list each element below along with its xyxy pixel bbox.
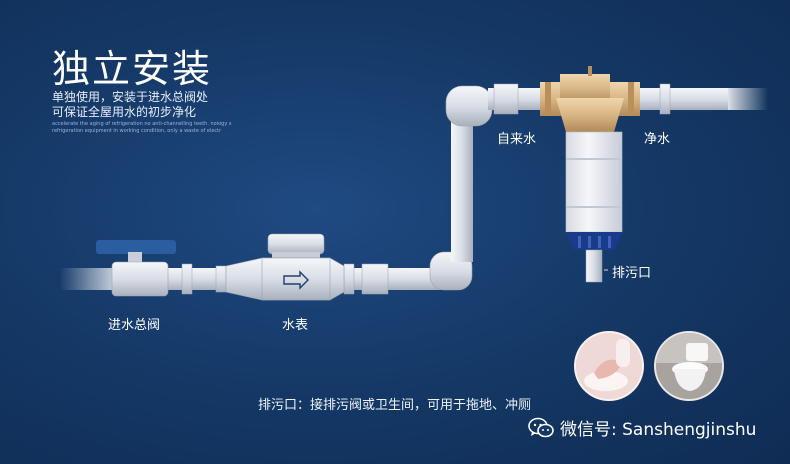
water-meter — [225, 233, 345, 301]
flow-arrow-icon — [283, 270, 309, 290]
label-water-meter: 水表 — [282, 318, 309, 333]
drain-note: 排污口：接排污阀或卫生间，可用于拖地、冲厕 — [258, 398, 532, 413]
label-clean-water: 净水 — [644, 132, 671, 147]
label-main-valve: 进水总阀 — [108, 318, 161, 333]
outlet-pipe — [640, 83, 768, 115]
wechat-id: 微信号: Sanshengjinshu — [528, 415, 756, 440]
label-drain: 排污口 — [612, 266, 652, 281]
mopping-photo — [574, 331, 644, 401]
filter-head — [540, 66, 640, 132]
subtitle-line-1: 单独使用，安装于进水总阀处 — [52, 90, 209, 104]
filter-housing — [565, 131, 623, 283]
fine-print-line-1: accelerate the aging of refrigeration no… — [52, 121, 232, 127]
label-tap-water: 自来水 — [497, 132, 537, 147]
page-title: 独立安装 — [52, 47, 213, 91]
riser-pipe — [429, 83, 548, 291]
fine-print-line-2: refrigeration equipment in working condi… — [52, 128, 222, 134]
main-valve — [96, 240, 176, 297]
subtitle-line-2: 可保证全屋用水的初步净化 — [52, 105, 197, 119]
toilet-photo — [654, 331, 724, 401]
wechat-icon — [528, 417, 554, 437]
wechat-label: 微信号: Sanshengjinshu — [560, 420, 757, 440]
